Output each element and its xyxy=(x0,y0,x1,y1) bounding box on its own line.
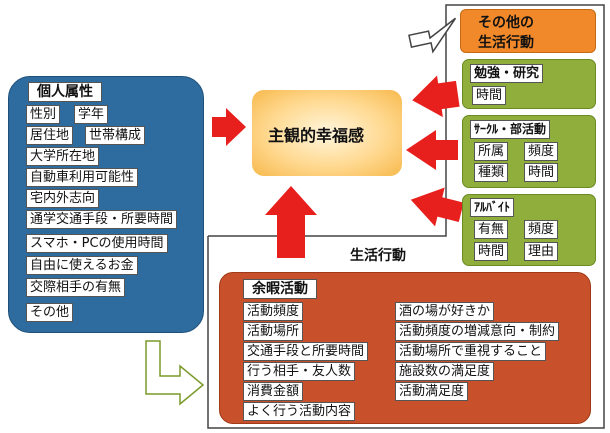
leisure-left-item: 活動頻度 xyxy=(243,302,304,321)
circle-title: ｻｰｸﾙ・部活動 xyxy=(470,120,551,139)
personal-item: 自由に使えるお金 xyxy=(26,256,138,275)
parttime-item: 時間 xyxy=(474,242,509,261)
personal-item: 居住地 xyxy=(26,126,74,145)
personal-item: スマホ・PCの使用時間 xyxy=(26,234,168,253)
personal-item: 自動車利用可能性 xyxy=(26,168,139,187)
other-activities-box xyxy=(460,9,596,53)
personal-item: 学年 xyxy=(74,105,109,124)
circle-item: 種類 xyxy=(474,163,509,182)
study-item: 時間 xyxy=(472,86,507,105)
circle-item: 時間 xyxy=(524,163,559,182)
parttime-title: ｱﾙﾊﾞｲﾄ xyxy=(470,198,515,217)
parttime-item: 頻度 xyxy=(524,220,559,239)
leisure-left-item: 消費金額 xyxy=(243,382,304,401)
leisure-left-item: 交通手段と所要時間 xyxy=(243,342,369,361)
leisure-right-item: 活動満足度 xyxy=(395,382,469,401)
personal-item: 宅内外志向 xyxy=(26,189,100,208)
other-title-line2: 生活行動 xyxy=(478,35,534,51)
leisure-left-item: よく行う活動内容 xyxy=(243,402,356,421)
subjective-wellbeing-box xyxy=(252,90,402,176)
personal-item: 大学所在地 xyxy=(26,147,100,166)
personal-title: 個人属性 xyxy=(28,82,102,102)
leisure-right-item: 活動頻度の増減意向・制約 xyxy=(395,322,560,341)
parttime-item: 理由 xyxy=(524,242,559,261)
activity-frame-line xyxy=(208,4,605,270)
hollow-arrow-other xyxy=(408,17,457,54)
circle-item: 頻度 xyxy=(524,142,559,161)
red-arrow-personal xyxy=(212,108,246,146)
personal-item: その他 xyxy=(26,303,74,322)
personal-item: 通学交通手段・所要時間 xyxy=(26,210,178,229)
swb-title: 主観的幸福感 xyxy=(268,126,365,145)
leisure-right-item: 施設数の満足度 xyxy=(395,362,495,381)
hollow-arrow-personal-leisure xyxy=(145,340,205,406)
red-arrow-parttime xyxy=(410,187,464,227)
leisure-left-item: 行う相手・友人数 xyxy=(243,362,356,381)
leisure-left-item: 活動場所 xyxy=(243,322,304,341)
leisure-title: 余暇活動 xyxy=(243,279,317,299)
leisure-frame-line xyxy=(207,236,605,429)
parttime-item: 有無 xyxy=(474,220,509,239)
leisure-right-item: 酒の場が好きか xyxy=(395,302,495,321)
personal-item: 交際相手の有無 xyxy=(26,278,126,297)
leisure-right-item: 活動場所で重視すること xyxy=(395,342,547,361)
study-title: 勉強・研究 xyxy=(470,64,544,83)
red-arrow-circle xyxy=(406,130,458,170)
red-arrow-leisure xyxy=(265,186,317,258)
life-activity-label: 生活行動 xyxy=(350,248,406,264)
personal-item: 世帯構成 xyxy=(85,126,146,145)
red-arrow-study xyxy=(412,75,460,118)
personal-item: 性別 xyxy=(26,105,61,124)
other-title-line1: その他の xyxy=(478,15,534,31)
circle-item: 所属 xyxy=(474,142,509,161)
